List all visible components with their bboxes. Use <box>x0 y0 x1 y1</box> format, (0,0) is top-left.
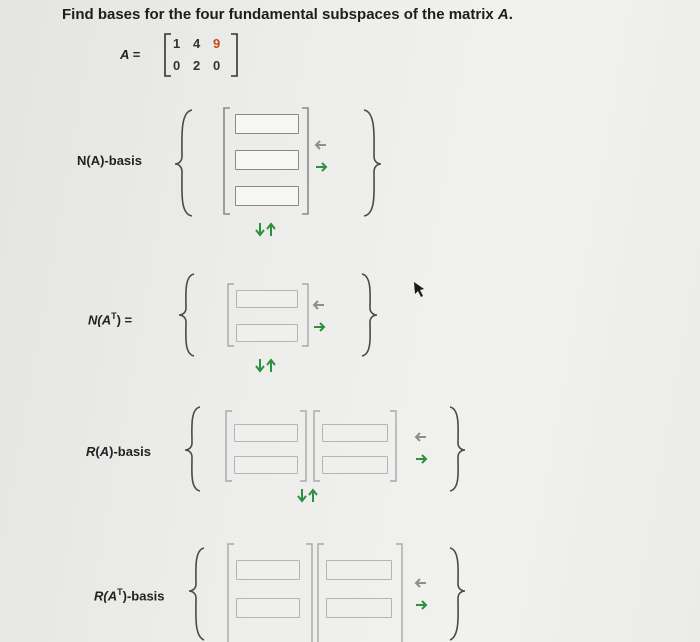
matrix-entry: 2 <box>193 58 200 73</box>
row-arrows <box>297 488 318 503</box>
right-arrow-icon <box>314 322 326 332</box>
left-nullspace-label: N(AT) = <box>88 311 133 328</box>
right-brace <box>363 109 382 217</box>
left-nullspace-set-braces <box>178 273 378 357</box>
left-arrow-icon <box>414 432 426 442</box>
nullspace-entry-1[interactable] <box>235 114 299 134</box>
left-brace <box>188 547 205 641</box>
nullspace-label: N(A)-basis <box>77 153 143 168</box>
row-space-v1-entry-2[interactable] <box>236 598 300 618</box>
column-arrows <box>414 578 428 610</box>
left-arrow-icon <box>312 300 324 310</box>
nullspace-set-braces <box>174 107 382 217</box>
matrix-entry: 0 <box>213 58 220 73</box>
vector-left-bracket <box>227 283 234 347</box>
vector-left-bracket <box>223 107 230 215</box>
vector-2-left-bracket <box>317 543 324 642</box>
left-brace <box>178 273 195 357</box>
right-arrow-icon <box>416 600 428 610</box>
nullspace-entry-2[interactable] <box>235 150 299 170</box>
matrix-entry: 1 <box>173 36 180 51</box>
down-arrow-icon <box>255 223 265 237</box>
left-brace <box>174 109 193 217</box>
column-space-v1-entry-1[interactable] <box>234 424 298 442</box>
column-arrows <box>312 300 326 332</box>
matrix-a: A = 1 4 9 0 2 0 <box>119 33 238 77</box>
matrix-left-bracket <box>164 33 171 77</box>
column-arrows <box>314 140 328 172</box>
up-arrow-icon <box>266 358 276 372</box>
row-space-v2-entry-2[interactable] <box>326 598 392 618</box>
row-space-v1-entry-1[interactable] <box>236 560 300 580</box>
matrix-right-bracket <box>231 33 238 77</box>
left-arrow-icon <box>414 578 426 588</box>
left-arrow-icon <box>314 140 326 150</box>
vector-1-right-bracket <box>306 543 313 642</box>
column-space-label: R(A)-basis <box>86 444 152 459</box>
matrix-entry: 0 <box>173 58 180 73</box>
row-space-label: R(AT)-basis <box>94 587 165 604</box>
column-space-v2-entry-2[interactable] <box>322 456 388 474</box>
right-brace <box>449 547 466 641</box>
column-space-v1-entry-2[interactable] <box>234 456 298 474</box>
vector-1-right-bracket <box>300 410 307 482</box>
row-arrows <box>255 358 276 373</box>
vector-2-right-bracket <box>390 410 397 482</box>
matrix-entry: 9 <box>213 36 220 51</box>
vector-right-bracket <box>302 283 309 347</box>
down-arrow-icon <box>255 359 265 373</box>
mouse-pointer-icon <box>414 282 424 297</box>
vector-right-bracket <box>302 107 309 215</box>
row-space-set-braces <box>188 543 466 642</box>
row-arrows <box>255 222 276 237</box>
row-space-v2-entry-1[interactable] <box>326 560 392 580</box>
nullspace-entry-3[interactable] <box>235 186 299 206</box>
vector-1-left-bracket <box>225 410 232 482</box>
up-arrow-icon <box>266 222 276 236</box>
right-brace <box>361 273 378 357</box>
right-arrow-icon <box>416 454 428 464</box>
down-arrow-icon <box>297 489 307 503</box>
matrix-label: A = <box>119 47 141 62</box>
vector-1-left-bracket <box>227 543 234 642</box>
question-text: Find bases for the four fundamental subs… <box>62 6 513 23</box>
right-arrow-icon <box>316 162 328 172</box>
vector-2-right-bracket <box>396 543 403 642</box>
left-brace <box>184 406 201 492</box>
matrix-entry: 4 <box>193 36 201 51</box>
column-space-v2-entry-1[interactable] <box>322 424 388 442</box>
up-arrow-icon <box>308 488 318 502</box>
column-space-set-braces <box>184 406 466 492</box>
left-nullspace-entry-1[interactable] <box>236 290 298 308</box>
left-nullspace-entry-2[interactable] <box>236 324 298 342</box>
right-brace <box>449 406 466 492</box>
column-arrows <box>414 432 428 464</box>
vector-2-left-bracket <box>313 410 320 482</box>
